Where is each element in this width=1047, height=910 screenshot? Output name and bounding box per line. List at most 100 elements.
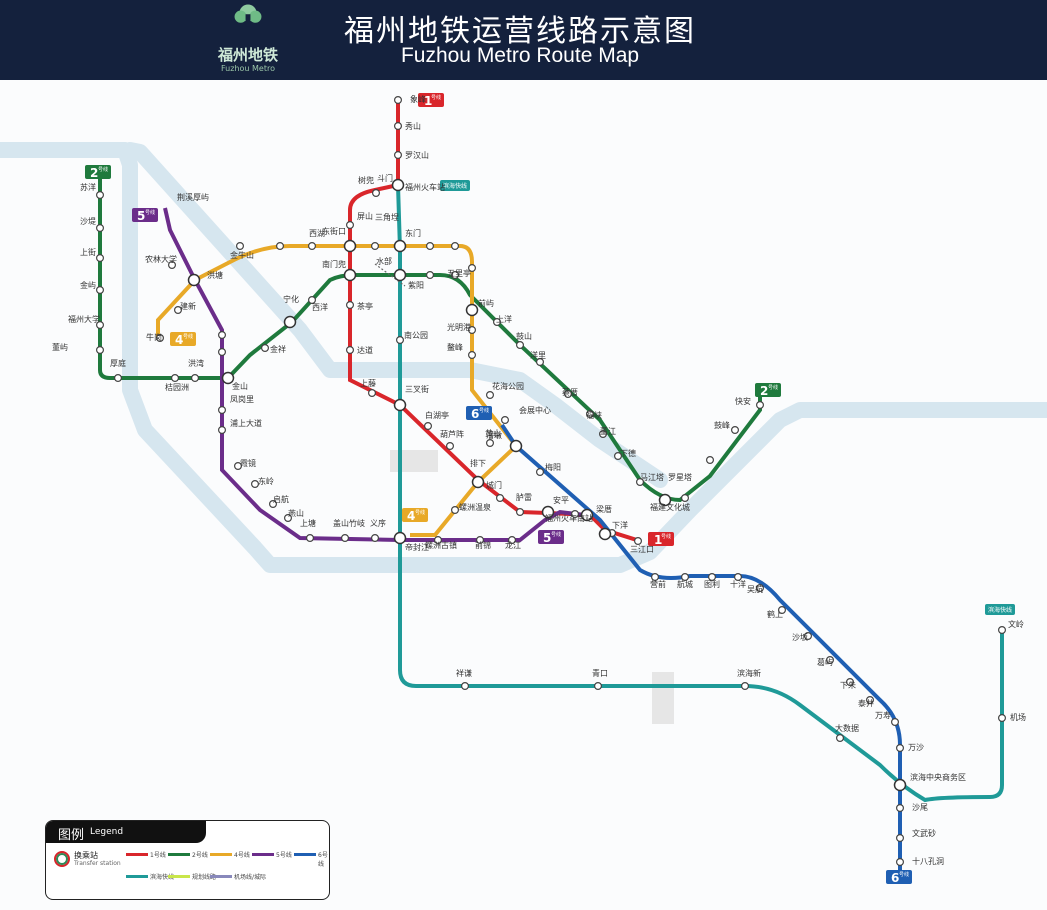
station-label: 安平	[553, 495, 569, 505]
legend-line-label: 滨海快线	[150, 874, 175, 881]
station-label: 下德	[620, 448, 636, 458]
station-label: 罗汉山	[405, 150, 429, 160]
station-wansha	[895, 743, 904, 752]
svg-text:4: 4	[175, 333, 183, 347]
station-label: 金屿	[80, 280, 96, 290]
station-liangcuo	[570, 510, 579, 519]
badge-line5-bottom: 5 号线	[538, 530, 564, 545]
svg-text:号线: 号线	[551, 531, 561, 538]
station-label: 胪雷	[516, 492, 532, 502]
station-sanjiangkou	[633, 536, 642, 545]
station-gaishan	[341, 533, 350, 542]
station-chating	[346, 301, 355, 310]
station-label: 下洋	[612, 520, 628, 530]
station-label: 潘墩	[486, 430, 502, 440]
transfer-dongjiekou	[343, 239, 357, 253]
station-label: 泰井	[858, 698, 874, 708]
page-title-en: Fuzhou Metro Route Map	[400, 44, 640, 67]
station-pingshan	[346, 221, 355, 230]
station-label: 福峡	[586, 410, 602, 420]
transfer-difengjiang	[393, 531, 407, 545]
station-label: 营前	[650, 579, 666, 589]
station-suyang	[95, 191, 104, 200]
svg-text:4: 4	[407, 509, 415, 523]
station-label: 下朱	[840, 680, 856, 690]
station-xiazhu	[845, 677, 854, 686]
station-mazhuang	[218, 348, 227, 357]
transfer-chengmen	[471, 475, 485, 489]
station-fuxia	[585, 410, 594, 419]
svg-text:1: 1	[424, 94, 432, 108]
station-label: 金祥	[270, 344, 286, 354]
line4	[156, 244, 519, 537]
metro-map[interactable]: 1 号线 1 号线 2 号线 2 号线 4 号线 4 号线 5 号线 5 号线 …	[0, 80, 1047, 910]
station-label: 义序	[370, 518, 386, 528]
station-hangcheng	[680, 572, 689, 581]
station-label: 滨海中央商务区	[910, 772, 966, 782]
station-guangminggang	[468, 326, 477, 335]
station-qingkou	[593, 681, 602, 690]
transfer-dongmen	[393, 239, 407, 253]
station-label: 文岭	[1008, 619, 1024, 629]
station-huluzhen	[446, 442, 455, 451]
station-label: 福州火车站	[405, 182, 445, 192]
station-label: 屏山	[357, 211, 373, 221]
line2	[98, 170, 762, 503]
legend-title: 图例	[58, 828, 85, 843]
station-shudou	[372, 189, 381, 198]
station-label: 盖山竹岐	[333, 518, 365, 528]
station-label: 茶亭	[357, 301, 373, 311]
station-label: 万寿	[875, 710, 891, 720]
station-juyuanzhou	[171, 374, 180, 383]
transfer-binhai-cbd	[893, 778, 907, 792]
legend-line-label: 2号线	[192, 852, 208, 859]
station-label: 鹤上	[767, 609, 783, 619]
legend-header: 图例 Legend	[46, 821, 206, 843]
station-label: 文武砂	[912, 828, 936, 838]
station-luozhou-wenquan	[451, 506, 460, 515]
station-label: 白湖亭	[425, 410, 449, 420]
station-label: 启航	[273, 494, 289, 504]
station-label: 葛屿	[817, 657, 833, 667]
station-label: 苏洋	[80, 182, 96, 192]
station-wanshou	[890, 717, 899, 726]
station-taijing	[865, 695, 874, 704]
station-label: 秀山	[405, 121, 421, 131]
station-nonglin	[168, 261, 177, 270]
station-label: 沙坂	[792, 632, 808, 642]
transfer-sanjiangkou	[598, 527, 612, 541]
station-label: 排下	[470, 458, 486, 468]
fuzhou-metro-logo	[234, 4, 262, 27]
station-label: 浦上大道	[230, 418, 262, 428]
station-yingqian	[650, 572, 659, 581]
station-xiyang	[308, 296, 317, 305]
badge-binhai-right: 滨海快线	[985, 604, 1015, 615]
station-label: 西洋	[312, 302, 328, 312]
station-luoxingta	[680, 494, 689, 503]
station-longjiang	[508, 535, 517, 544]
station-label: 象峰	[410, 94, 426, 104]
station-label: 南公园	[404, 330, 428, 340]
station-baihuting	[424, 422, 433, 431]
station-label: 洪湾	[188, 358, 204, 368]
station-label: 会展中心	[519, 405, 551, 415]
station-mawei	[730, 426, 739, 435]
station-majiangta	[635, 478, 644, 487]
station-binhaixin	[740, 681, 749, 690]
transfer-shuibu	[393, 268, 407, 282]
station-label: 东岭	[258, 476, 274, 486]
svg-text:2: 2	[760, 384, 768, 398]
station-pushang	[218, 426, 227, 435]
station-yangli	[535, 358, 544, 367]
legend-line-swatch	[168, 853, 190, 856]
svg-text:号线: 号线	[415, 509, 425, 516]
station-label: 三叉街	[405, 384, 429, 394]
station-label: 沙尾	[912, 803, 928, 812]
station-label: 吴航	[747, 584, 763, 594]
legend-line-swatch	[126, 853, 148, 856]
legend-line-swatch	[252, 853, 274, 856]
legend-line-label: 机场线/城际	[234, 874, 267, 881]
svg-text:号线: 号线	[98, 166, 108, 173]
svg-text:号线: 号线	[768, 384, 778, 391]
